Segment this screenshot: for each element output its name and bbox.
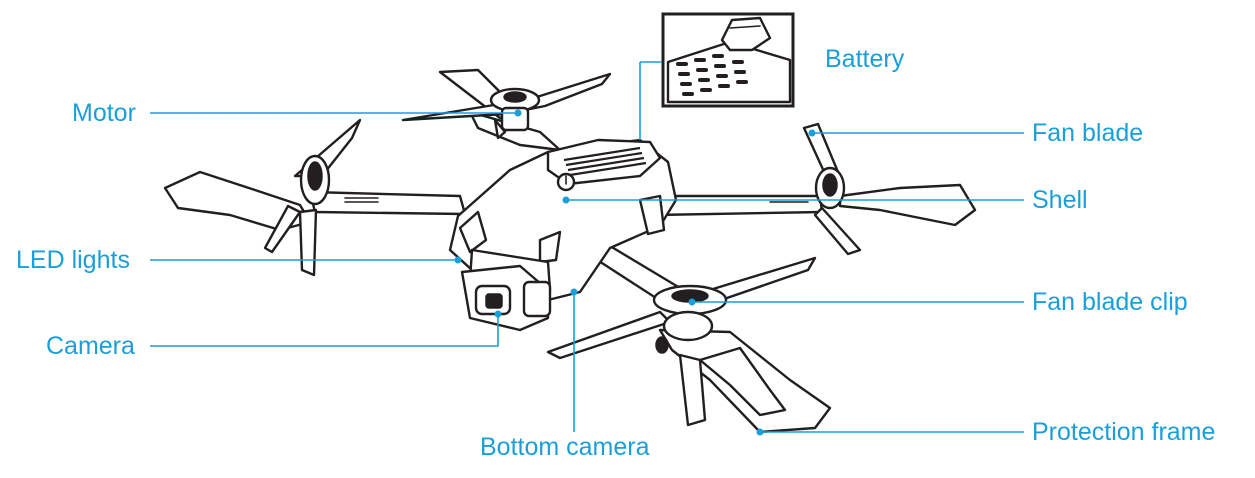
- label-fan-blade: Fan blade: [1032, 118, 1143, 148]
- label-led-lights: LED lights: [16, 245, 130, 275]
- battery-inset: [663, 14, 793, 106]
- arm-right: [650, 124, 975, 254]
- label-fan-blade-clip: Fan blade clip: [1032, 287, 1188, 317]
- label-bottom-camera: Bottom camera: [480, 432, 650, 462]
- arm-left: [165, 120, 465, 275]
- label-shell: Shell: [1032, 185, 1088, 215]
- label-battery: Battery: [825, 44, 904, 74]
- label-camera: Camera: [46, 331, 135, 361]
- label-motor: Motor: [72, 98, 136, 128]
- label-protection-frame: Protection frame: [1032, 417, 1215, 447]
- arm-back-left: [403, 70, 610, 150]
